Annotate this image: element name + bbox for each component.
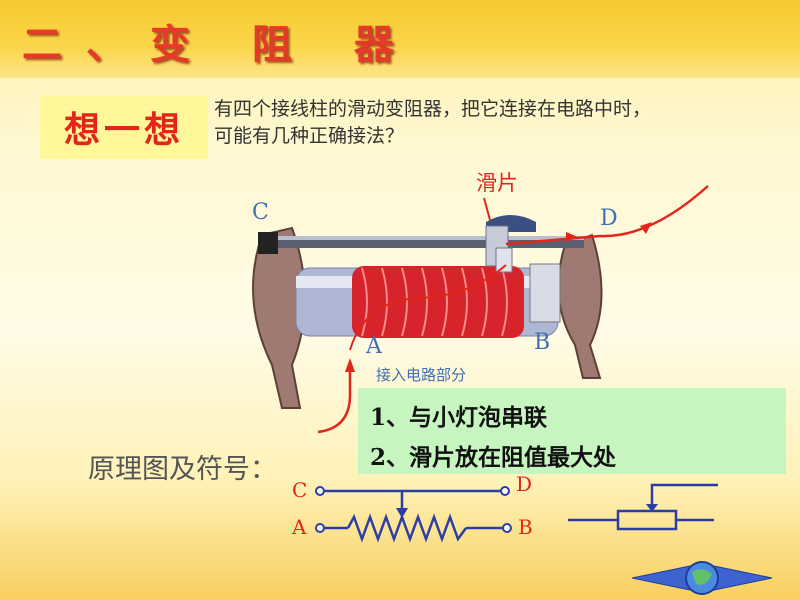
principle-label: 原理图及符号：: [88, 454, 277, 485]
prev-arrow-icon[interactable]: [631, 565, 691, 591]
terminal-d-label: D: [600, 206, 618, 231]
slide-title: 二、变 阻 器: [22, 21, 418, 68]
question-text: 有四个接线柱的滑动变阻器，把它连接在电路中时，可能有几种正确接法？: [214, 98, 652, 147]
terminal-a-label: A: [366, 334, 382, 359]
next-arrow-icon[interactable]: [713, 565, 773, 591]
schematic-b-label: B: [518, 515, 533, 539]
terminal-b-label: B: [534, 330, 551, 355]
answer-2: 2、滑片放在阻值最大处: [370, 444, 617, 471]
connected-portion-label: 接入电路部分: [376, 366, 467, 384]
answer-1: 1、与小灯泡串联: [370, 404, 548, 431]
think-box: 想一想: [40, 95, 208, 159]
schematic-d-label: D: [516, 472, 533, 496]
schematic-a-label: A: [292, 515, 307, 539]
terminal-c-label: C: [252, 200, 269, 225]
slider-label: 滑片: [476, 171, 518, 195]
answer-box: 1、与小灯泡串联 2、滑片放在阻值最大处: [358, 388, 786, 474]
schematic-c-label: C: [292, 478, 308, 502]
title-bar: [0, 0, 800, 78]
